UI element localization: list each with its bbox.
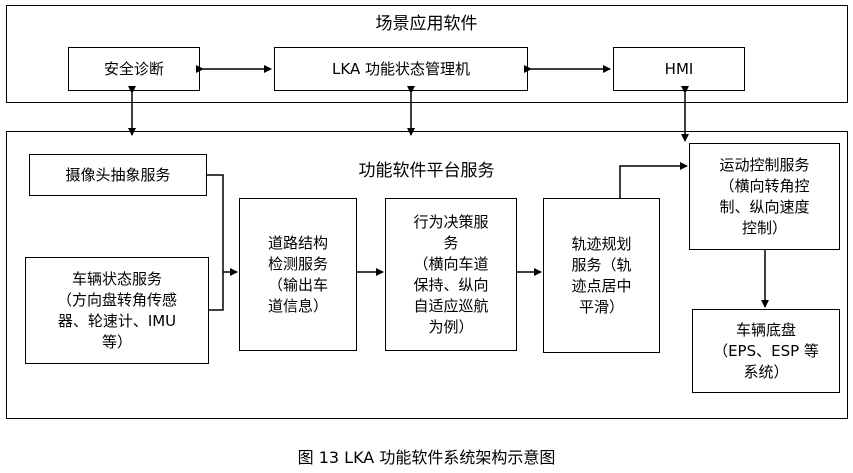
platform-frame [6, 131, 848, 419]
vehicle-state-label: 车辆状态服务 （方向盘转角传感 器、轮速计、IMU 等） [56, 269, 177, 351]
line-camera-merge [207, 174, 224, 272]
motion-control-box: 运动控制服务 （横向转角控 制、纵向速度 控制） [689, 143, 840, 250]
behavior-decision-label: 行为决策服 务 （横向车道 保持、纵向 自适应巡航 为例） [413, 212, 489, 336]
road-detection-label: 道路结构 检测服务 （输出车 道信息） [267, 233, 328, 315]
camera-service-label: 摄像头抽象服务 [65, 165, 171, 184]
line-vehicle-merge [209, 272, 224, 311]
lka-state-machine-label: LKA 功能状态管理机 [332, 59, 470, 78]
lka-state-machine-box: LKA 功能状态管理机 [274, 47, 528, 91]
arrow-trajectory-motion [619, 162, 688, 198]
app-layer-title: 场景应用软件 [375, 14, 478, 34]
vehicle-chassis-box: 车辆底盘 （EPS、ESP 等 系统） [692, 309, 840, 393]
motion-control-label: 运动控制服务 （横向转角控 制、纵向速度 控制） [719, 155, 810, 237]
camera-service-box: 摄像头抽象服务 [29, 154, 207, 196]
app-layer-frame [6, 5, 848, 103]
hmi-label: HMI [664, 59, 694, 78]
hmi-box: HMI [613, 47, 745, 91]
platform-title: 功能软件平台服务 [358, 161, 495, 181]
figure-caption: 图 13 LKA 功能软件系统架构示意图 [297, 448, 556, 467]
trajectory-planning-box: 轨迹规划 服务（轨 迹点居中 平滑） [543, 198, 660, 353]
vehicle-state-box: 车辆状态服务 （方向盘转角传感 器、轮速计、IMU 等） [25, 257, 209, 364]
safety-diagnosis-label: 安全诊断 [103, 59, 164, 78]
behavior-decision-box: 行为决策服 务 （横向车道 保持、纵向 自适应巡航 为例） [385, 198, 517, 351]
road-detection-box: 道路结构 检测服务 （输出车 道信息） [239, 198, 357, 351]
vehicle-chassis-label: 车辆底盘 （EPS、ESP 等 系统） [713, 320, 819, 381]
trajectory-planning-label: 轨迹规划 服务（轨 迹点居中 平滑） [571, 234, 632, 316]
